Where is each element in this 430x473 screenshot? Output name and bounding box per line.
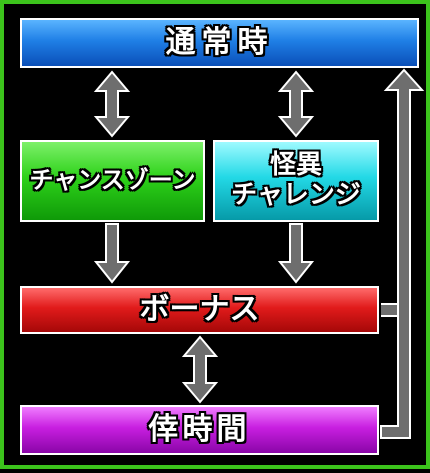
node-normal-label: 通常時 bbox=[165, 24, 274, 60]
arrow-chance-to-bonus bbox=[93, 223, 131, 284]
arrow-kaii-to-bonus bbox=[277, 223, 315, 284]
node-chance-zone-label: チャンスゾーン bbox=[29, 166, 196, 195]
arrows-layer bbox=[93, 68, 425, 439]
double-arrow-normal-kaii bbox=[277, 70, 315, 138]
node-bonus-label: ボーナス bbox=[139, 291, 260, 327]
node-sai-time-label: 倖時間 bbox=[148, 411, 251, 447]
node-bonus: ボーナス bbox=[20, 286, 379, 334]
return-branch-from-bonus bbox=[381, 304, 397, 316]
node-sai-time: 倖時間 bbox=[20, 405, 379, 455]
double-arrow-bonus-sai bbox=[181, 335, 219, 404]
double-arrow-normal-chance bbox=[93, 70, 131, 138]
node-kaii-challenge-label: 怪異 チャレンジ bbox=[231, 150, 361, 210]
node-normal: 通常時 bbox=[20, 18, 419, 68]
node-chance-zone: チャンスゾーン bbox=[20, 140, 205, 222]
node-kaii-challenge: 怪異 チャレンジ bbox=[213, 140, 379, 222]
return-arrow-to-normal bbox=[380, 68, 425, 439]
